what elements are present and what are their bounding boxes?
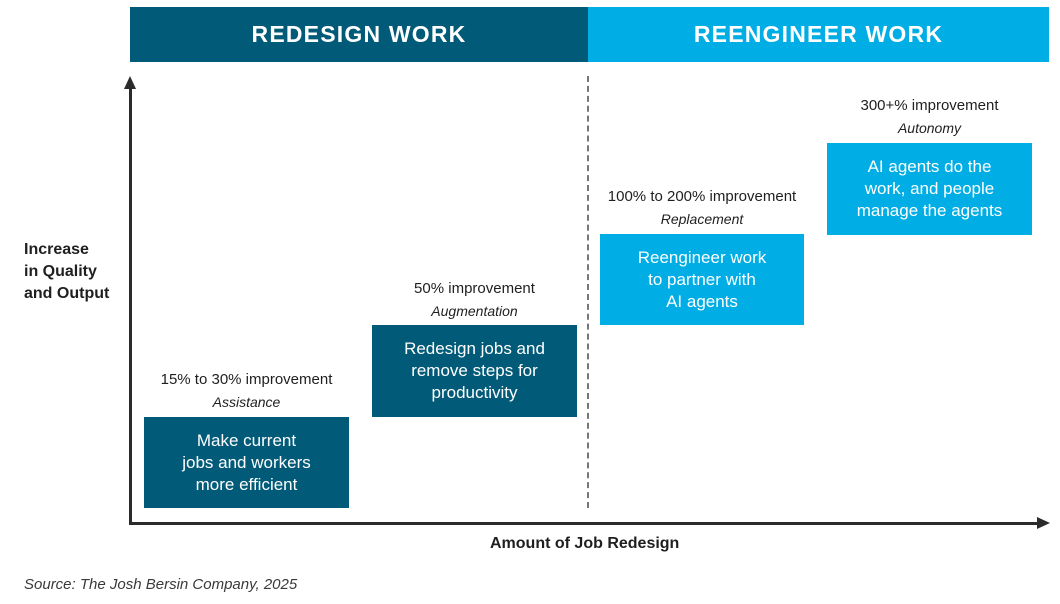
section-divider [587, 76, 589, 508]
arrow-right-icon [1037, 517, 1050, 529]
stage-type: Replacement [660, 211, 744, 227]
stage-description-line: to partner with [648, 269, 756, 289]
reengineer-work-label: REENGINEER WORK [693, 21, 944, 47]
stage-type: Autonomy [897, 120, 962, 136]
improvement-text: 300+% improvement [860, 97, 999, 114]
x-axis-line [129, 522, 1039, 525]
stage-box-augmentation: Redesign jobs and remove steps for produ… [372, 325, 577, 417]
arrow-up-icon [124, 76, 136, 89]
y-axis-label-line: in Quality [24, 263, 97, 280]
stage-description-line: Redesign jobs and [404, 339, 545, 358]
stage-caption-replacement: 100% to 200% improvement Replacement [596, 186, 808, 230]
improvement-text: 100% to 200% improvement [607, 188, 797, 205]
stage-description-line: remove steps for [411, 361, 538, 380]
reengineer-work-header: REENGINEER WORK [588, 7, 1049, 62]
stage-type: Augmentation [431, 303, 518, 319]
stage-description-line: Reengineer work [637, 247, 767, 267]
stage-description-line: manage the agents [856, 201, 1003, 220]
redesign-work-header: REDESIGN WORK [130, 7, 588, 62]
x-axis-label: Amount of Job Redesign [490, 535, 680, 552]
stage-type: Assistance [212, 394, 281, 410]
source-citation: Source: The Josh Bersin Company, 2025 [24, 576, 298, 593]
improvement-text: 15% to 30% improvement [160, 371, 333, 388]
stage-description-line: AI agents [666, 291, 738, 311]
stage-box-replacement: Reengineer work to partner with AI agent… [600, 234, 804, 325]
stage-caption-assistance: 15% to 30% improvement Assistance [144, 369, 349, 413]
improvement-text: 50% improvement [414, 280, 535, 297]
y-axis-label: Increase in Quality and Output [24, 239, 109, 305]
stage-box-autonomy: AI agents do the work, and people manage… [827, 143, 1032, 235]
y-axis-label-line: and Output [24, 285, 110, 302]
stage-description-line: more efficient [195, 474, 298, 494]
stage-caption-augmentation: 50% improvement Augmentation [372, 278, 577, 322]
stage-description-line: Make current [196, 430, 297, 450]
y-axis-line [129, 86, 132, 525]
stage-description-line: work, and people [864, 179, 995, 198]
y-axis-label-line: Increase [24, 241, 89, 258]
stage-description-line: productivity [431, 383, 518, 402]
stage-caption-autonomy: 300+% improvement Autonomy [827, 95, 1032, 139]
stage-description-line: jobs and workers [182, 452, 311, 472]
stage-description-line: AI agents do the [867, 157, 992, 176]
stage-box-assistance: Make current jobs and workers more effic… [144, 417, 349, 508]
redesign-work-label: REDESIGN WORK [251, 21, 467, 47]
